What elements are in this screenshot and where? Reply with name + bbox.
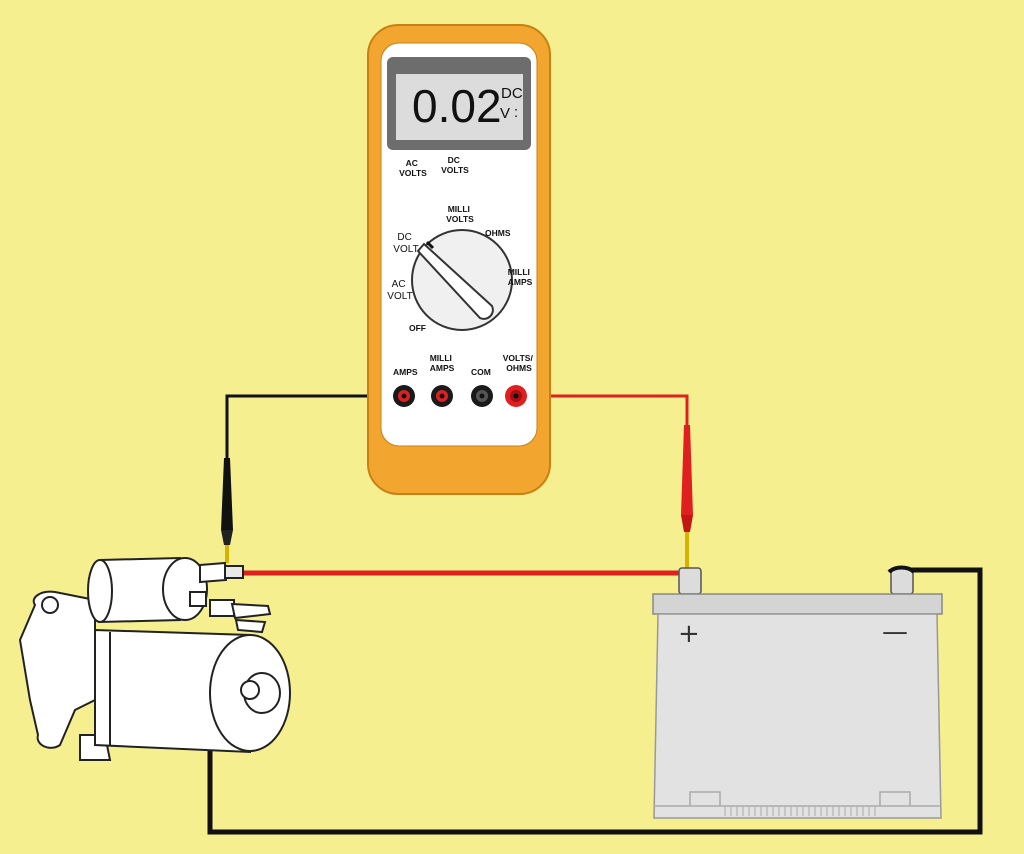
ground-cable (207, 567, 983, 835)
car-battery: + — (652, 565, 943, 819)
volts-ohms-jack[interactable] (505, 385, 527, 407)
dial-label-off: OFF (409, 323, 426, 333)
starter-nose-housing (18, 590, 96, 749)
mounting-hole (41, 596, 59, 614)
dial-pointer-tip (425, 240, 435, 250)
negative-post (890, 567, 914, 595)
multimeter: 0.02 DC V : AC VOLTS DC VOLTS MILLI VOLT… (367, 24, 551, 495)
com-jack[interactable] (471, 385, 493, 407)
positive-symbol: + (678, 619, 700, 649)
dial-label-dc-volt: DC VOLT (393, 232, 418, 255)
jack-label-volts-ohms: VOLTS/ OHMS (503, 353, 535, 373)
battery-lid (652, 593, 943, 615)
negative-symbol: — (882, 617, 908, 647)
display-unit: V (500, 105, 510, 122)
lcd-screen (396, 74, 523, 140)
dial-pointer (416, 242, 494, 320)
dial-label-milli-volts: MILLI VOLTS (446, 204, 474, 224)
jack-label-com: COM (471, 367, 491, 377)
milli-amps-jack[interactable] (431, 385, 453, 407)
dial-label-ac-volt: AC VOLT (387, 279, 412, 302)
amps-jack[interactable] (393, 385, 415, 407)
dc-volts-label: DC VOLTS (441, 155, 469, 175)
battery-vents (724, 806, 876, 816)
red-probe[interactable] (681, 425, 693, 568)
positive-post (678, 567, 702, 595)
starter-motor (18, 556, 291, 761)
dial-label-ohms: OHMS (485, 228, 511, 238)
battery-case (653, 613, 942, 819)
display-reading: 0.02 (412, 80, 502, 132)
jack-label-milli-amps: MILLI AMPS (430, 353, 455, 373)
rotary-selector[interactable] (411, 229, 513, 331)
display-mode: DC (501, 85, 523, 102)
display-colon: : (514, 104, 518, 121)
starter-battery-terminal (199, 561, 228, 584)
jack-label-amps: AMPS (393, 367, 418, 377)
black-probe[interactable] (221, 458, 233, 563)
dial-label-milli-amps: MILLI AMPS (508, 267, 533, 287)
ac-volts-label: AC VOLTS (399, 158, 427, 178)
